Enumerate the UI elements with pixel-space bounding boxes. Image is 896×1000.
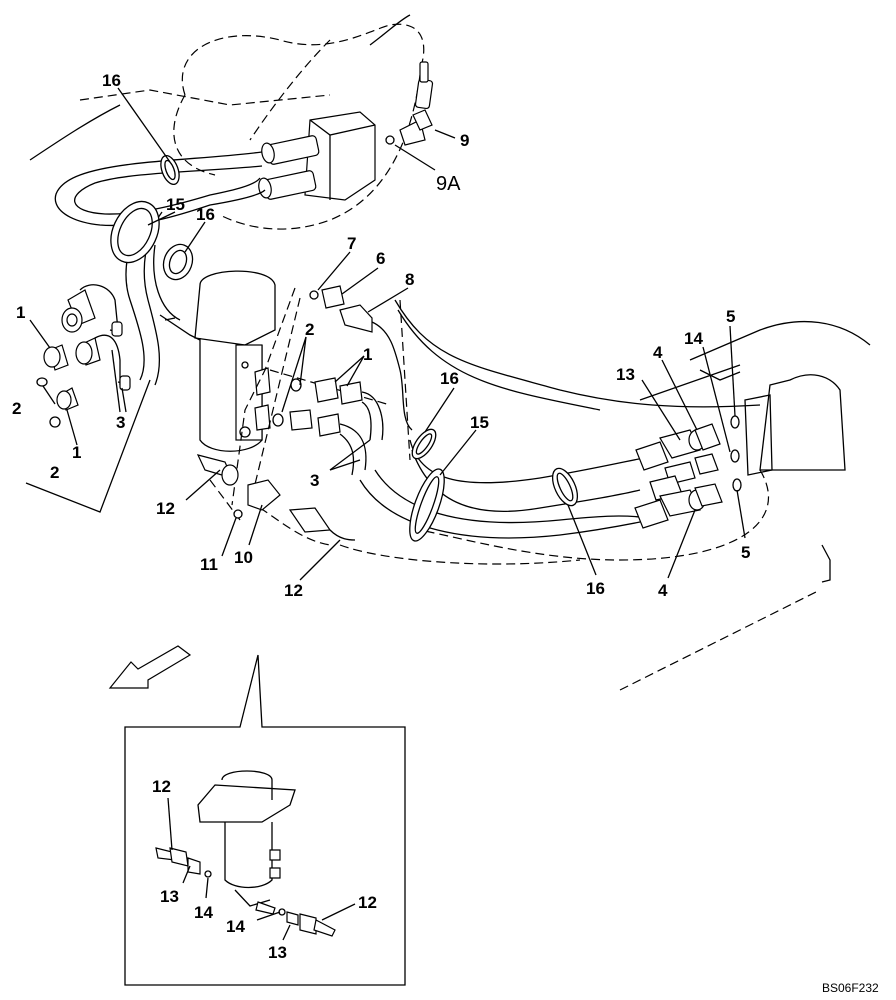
- control-valve-assembly: [29, 14, 434, 230]
- lower-clamps: [409, 428, 579, 542]
- center-fitting-group: [196, 285, 413, 546]
- callout-9A: 9A: [436, 173, 461, 195]
- callout-6: 6: [376, 249, 385, 268]
- leader-lines: [29, 87, 746, 941]
- callout-4: 4: [658, 581, 668, 600]
- callout-12: 12: [156, 499, 175, 518]
- upper-hoses: [54, 151, 266, 386]
- callout-16: 16: [102, 71, 121, 90]
- callout-4: 4: [653, 343, 663, 362]
- front-direction-arrow: [108, 645, 192, 689]
- detail-inset: [124, 654, 406, 986]
- callout-12: 12: [284, 581, 303, 600]
- callout-1: 1: [363, 345, 372, 364]
- left-fitting-group: [25, 284, 151, 513]
- upper-clamps: [110, 154, 194, 281]
- callout-1: 1: [16, 303, 25, 322]
- callout-8: 8: [405, 270, 414, 289]
- callout-14: 14: [194, 903, 213, 922]
- callout-11: 11: [200, 555, 218, 574]
- callout-9: 9: [460, 131, 469, 150]
- callout-2: 2: [50, 463, 59, 482]
- callout-2: 2: [305, 320, 314, 339]
- callout-13: 13: [268, 943, 287, 962]
- right-fitting-group: [339, 321, 871, 691]
- callout-3: 3: [310, 471, 319, 490]
- callout-5: 5: [726, 307, 735, 326]
- callout-16: 16: [440, 369, 459, 388]
- callout-12: 12: [358, 893, 377, 912]
- callout-12: 12: [152, 777, 171, 796]
- callout-14: 14: [226, 917, 245, 936]
- callout-10: 10: [234, 548, 253, 567]
- callout-14: 14: [684, 329, 703, 348]
- callout-16: 16: [586, 579, 605, 598]
- callout-13: 13: [616, 365, 635, 384]
- callout-2: 2: [12, 399, 21, 418]
- drawing-code: BS06F232: [822, 981, 879, 995]
- callout-5: 5: [741, 543, 750, 562]
- callout-16: 16: [196, 205, 215, 224]
- callout-labels: 16 9 9A 15 16 7 6 8 1 2 1 3 1 2 2 1 16 1…: [12, 71, 750, 962]
- callout-1: 1: [72, 443, 81, 462]
- callout-7: 7: [347, 234, 356, 253]
- callout-15: 15: [166, 195, 185, 214]
- callout-3: 3: [116, 413, 125, 432]
- travel-motor-hoses: [359, 299, 761, 539]
- center-swivel-joint: [159, 270, 276, 452]
- callout-15: 15: [470, 413, 489, 432]
- callout-13: 13: [160, 887, 179, 906]
